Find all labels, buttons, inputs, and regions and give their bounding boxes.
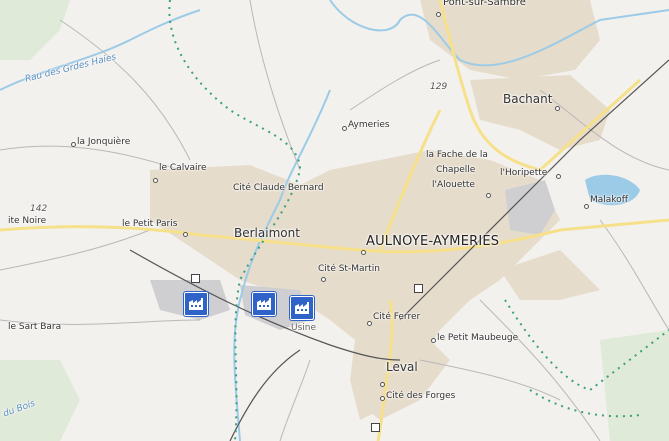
place-point (431, 338, 436, 343)
factory-marker-usine[interactable] (290, 296, 314, 320)
place-label-cite-ferrer: Cité Ferrer (373, 312, 421, 322)
place-label-le-petit-maubeuge: le Petit Maubeuge (437, 333, 519, 343)
place-point (342, 126, 347, 131)
place-point (361, 250, 366, 255)
factory-icon (189, 298, 203, 310)
place-label-cite-des-forges: Cité des Forges (386, 391, 456, 401)
place-label-malakoff: Malakoff (590, 195, 628, 205)
place-label-berlaimont: Berlaimont (234, 226, 300, 240)
factory-icon (295, 302, 309, 314)
place-point (556, 174, 561, 179)
station-marker (414, 284, 423, 293)
place-label-aymeries: Aymeries (348, 120, 390, 130)
place-label-chapelle: Chapelle (436, 165, 476, 175)
place-label-la-jonquiere: la Jonquière (77, 137, 131, 147)
place-point (380, 382, 385, 387)
road-number-label: 129 (430, 82, 448, 92)
place-point (71, 142, 76, 147)
place-label-cite-claude-bernard: Cité Claude Bernard (233, 183, 324, 193)
place-point (380, 396, 385, 401)
place-point (183, 232, 188, 237)
place-point (321, 277, 326, 282)
station-marker (371, 423, 380, 432)
factory-marker[interactable] (252, 292, 276, 316)
place-point (436, 12, 441, 17)
place-label-l-alouette: l'Alouette (432, 180, 475, 190)
place-point (555, 106, 560, 111)
place-label-le-petit-paris: le Petit Paris (122, 219, 178, 229)
place-point (486, 193, 491, 198)
place-label-route-noire: ite Noire (8, 216, 47, 226)
place-point (367, 321, 372, 326)
place-point (584, 204, 589, 209)
place-label-pont-sur-sambre: Pont-sur-Sambre (443, 0, 526, 8)
place-label-cite-st-martin: Cité St-Martin (318, 264, 380, 274)
place-label-la-fache-de-la: la Fache de la (426, 150, 488, 160)
place-point (236, 230, 241, 235)
road-number-label: 142 (30, 204, 48, 214)
place-label-l-horipette: l'Horipette (500, 168, 548, 178)
place-label-bachant: Bachant (503, 92, 553, 106)
place-point (153, 178, 158, 183)
place-label-le-calvaire: le Calvaire (159, 163, 207, 173)
factory-marker[interactable] (184, 292, 208, 316)
place-label-le-sart-bara: le Sart Bara (8, 322, 62, 332)
factory-label-usine: Usine (291, 323, 317, 333)
station-marker (191, 274, 200, 283)
place-label-aulnoye-aymeries: AULNOYE-AYMERIES (366, 234, 500, 249)
place-label-leval: Leval (386, 360, 418, 374)
factory-icon (257, 298, 271, 310)
